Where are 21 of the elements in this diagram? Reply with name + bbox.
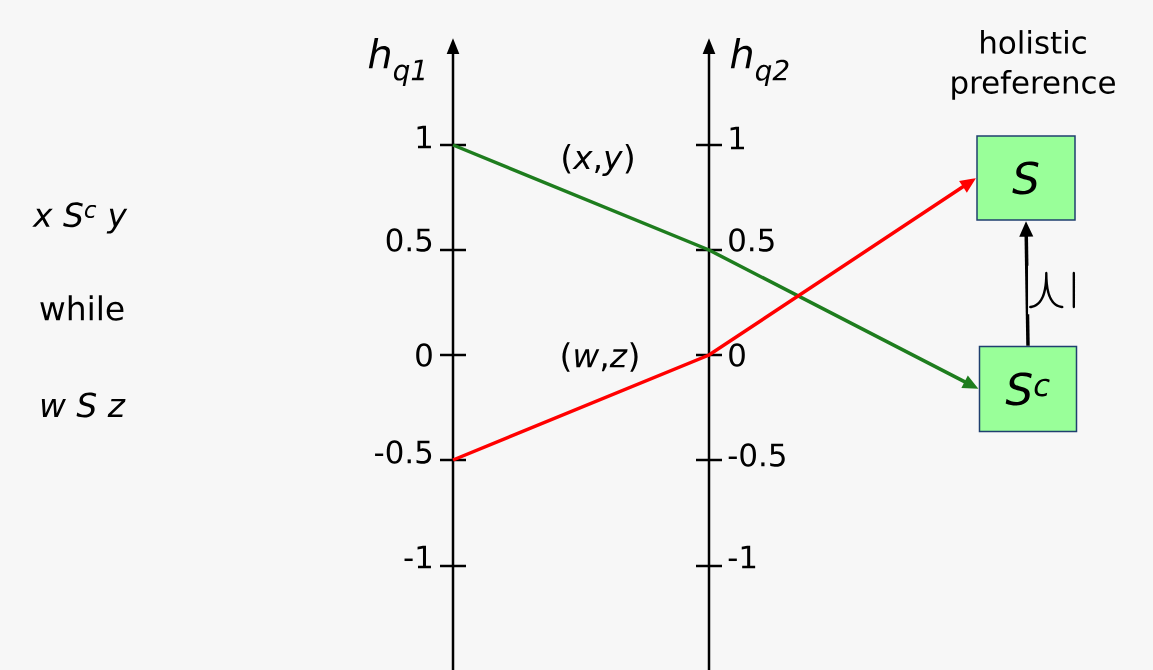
point-label: (w,z) [562, 342, 638, 372]
tick-label: 0 [416, 343, 432, 367]
tick-label: 1 [730, 126, 744, 150]
edge-label: $\succeq$ [1028, 265, 1076, 315]
tick-label: 0 [729, 343, 745, 367]
statement-text: w S z [41, 392, 126, 418]
axis-title: h$_{q1}$ [368, 38, 424, 86]
tick-label: -1 [404, 545, 431, 569]
set-box: S$^{c}$ [978, 345, 1078, 433]
tick-label: -0.5 [375, 440, 432, 464]
heading: holistic preference [952, 30, 1115, 100]
point-label: (x,y) [563, 144, 633, 176]
tick-label: -1 [728, 545, 756, 569]
set-box: S [976, 135, 1076, 221]
statement-text: while [40, 295, 124, 321]
axis-title: h$_{q2}$ [730, 37, 789, 87]
tick-label: 1 [417, 125, 431, 149]
tick-label: -0.5 [728, 443, 785, 467]
tick-label: 0.5 [386, 228, 432, 252]
statement-text: x S$^{c}$ y [32, 202, 128, 234]
tick-label: 0.5 [729, 228, 774, 252]
